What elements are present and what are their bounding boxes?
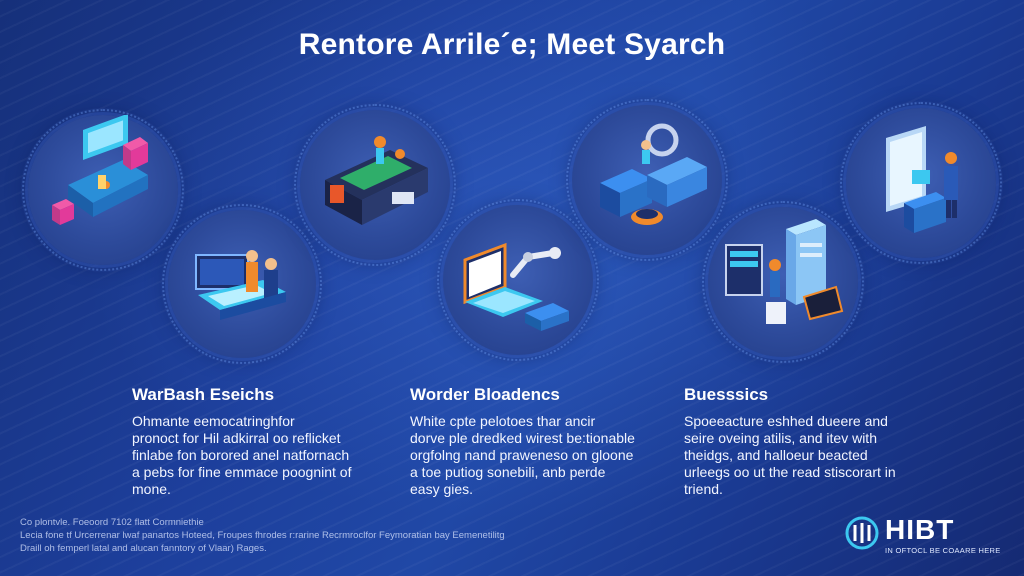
page-title: Rentore Arrile´e; Meet Syarch [298,28,726,61]
column-3-line: urleegs oo ut the read stiscorart in [684,464,896,480]
column-3-text: Spoeeacture eshhed dueere and seire ovei… [684,413,896,498]
column-1-heading: WarBash Eseichs [132,385,275,404]
column-3-line: seire oveing atilis, and itev with [684,430,877,446]
column-2-line: a toe putiog sonebili, anb perde [410,464,606,480]
column-2-heading: Worder Bloadencs [410,385,560,404]
workstation-illustration-icon [52,115,148,225]
illustration-circle-7 [840,102,1002,264]
footer-line: Draill oh femperl latal and alucan fannt… [20,543,267,554]
column-2-text: White cpte pelotoes thar ancir dorve ple… [410,413,635,498]
column-3-heading: Buesssics [684,385,769,404]
column-3-line: Spoeeacture eshhed dueere and [684,413,888,429]
logo-tagline: IN OFTOCL BE COAARE HERE [885,546,1001,555]
column-1-line: Ohmante eemocatringhfor [132,413,295,429]
illustration-circle-5 [566,99,728,261]
footer-notes: Co plontvle. Foeoord 7102 flatt Cormniet… [20,516,505,555]
column-1-line: pronoct for Hil adkirral oo reflicket [132,430,341,446]
illustration-circle-2 [162,204,322,364]
illustration-circle-4 [437,199,599,361]
illustration-circle-6 [702,201,864,363]
illustration-circle-1 [22,109,184,271]
column-3-line: theidgs, and halloeur beacted [684,447,868,463]
column-1-line: a pebs for fine emmace poognint of [132,464,352,480]
logo-mark-icon [845,516,879,550]
laptop-robot-arm-illustration-icon [463,242,569,331]
column-3-line: triend. [684,481,723,497]
column-2-line: White cpte pelotoes thar ancir [410,413,596,429]
lab-equipment-illustration-icon [325,136,428,225]
column-1-line: mone. [132,481,171,497]
brand-logo: HIBT IN OFTOCL BE COAARE HERE [845,514,1005,556]
illustration-circle-3 [294,104,456,266]
footer-line: Co plontvle. Foeoord 7102 flatt Cormniet… [20,517,204,528]
server-room-illustration-icon [600,123,707,225]
footer-line: Lecia fone tf Urcerrenar lwaf panartos H… [20,530,505,541]
column-2-line: easy gies. [410,481,474,497]
logo-wordmark: HIBT [885,514,955,545]
developer-station-illustration-icon [886,126,958,233]
server-engineer-illustration-icon [725,219,844,324]
column-2-line: orgfolng nand praweneso on gloone [410,447,634,463]
column-1-text: Ohmante eemocatringhfor pronoct for Hil … [132,413,351,498]
column-1-line: finlabe fon borored anel natfornach [132,447,350,463]
desk-team-illustration-icon [195,250,286,320]
column-2-line: dorve ple dredked wirest be:tionable [410,430,635,446]
